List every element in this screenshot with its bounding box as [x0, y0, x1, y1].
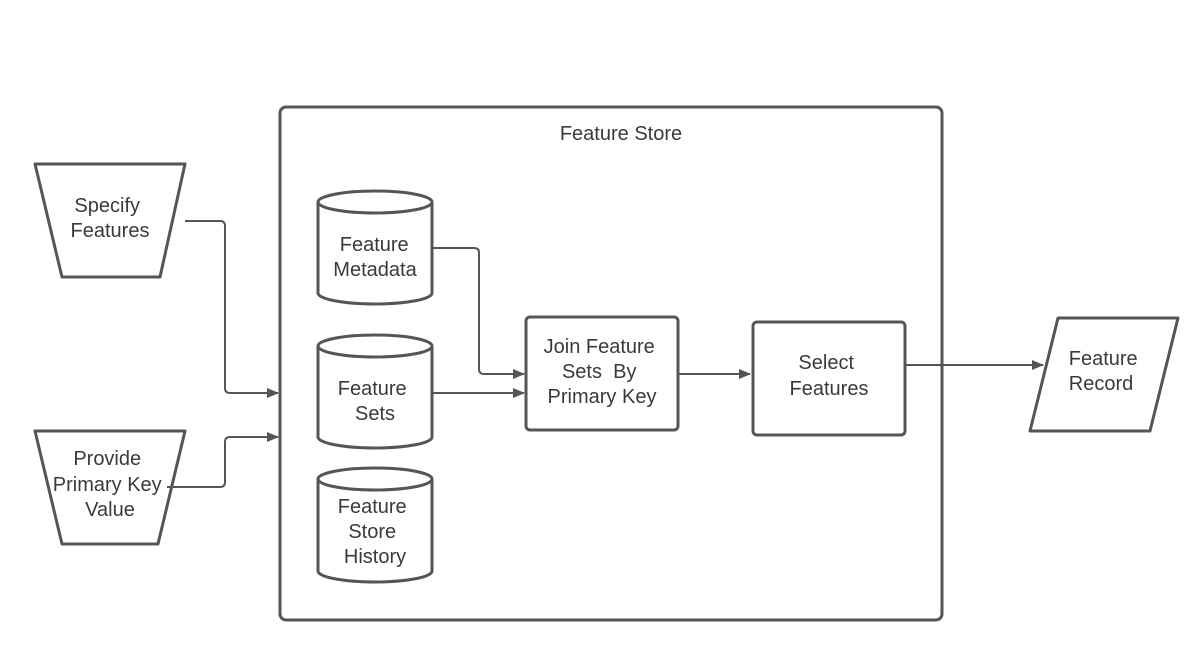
connector-key-to-store — [167, 432, 279, 488]
join-feature-sets-label: Join Feature Sets By Primary Key — [544, 336, 661, 408]
feature-sets-label: Feature Sets — [338, 378, 413, 425]
select-features-process: Select Features — [751, 320, 907, 437]
specify-features-input: Specify Features — [33, 162, 187, 279]
connector-metadata-to-join — [432, 247, 525, 379]
feature-record-output: Feature Record — [1028, 316, 1180, 433]
join-feature-sets-process: Join Feature Sets By Primary Key — [524, 315, 680, 432]
feature-sets-store: Feature Sets — [316, 333, 434, 450]
feature-record-label: Feature Record — [1069, 348, 1144, 395]
feature-store-history-store: Feature Store History — [316, 466, 434, 584]
feature-store-container: Feature Store — [278, 105, 944, 622]
provide-primary-key-label: Provide Primary Key Value — [53, 448, 167, 521]
feature-metadata-label: Feature Metadata — [333, 234, 417, 281]
feature-metadata-store: Feature Metadata — [316, 189, 434, 306]
feature-store-history-label: Feature Store History — [338, 496, 413, 568]
provide-primary-key-input: Provide Primary Key Value — [33, 429, 187, 546]
select-features-label: Select Features — [790, 352, 869, 400]
connector-specify-to-store — [185, 220, 279, 398]
specify-features-label: Specify Features — [71, 195, 150, 242]
feature-store-title: Feature Store — [560, 123, 682, 145]
